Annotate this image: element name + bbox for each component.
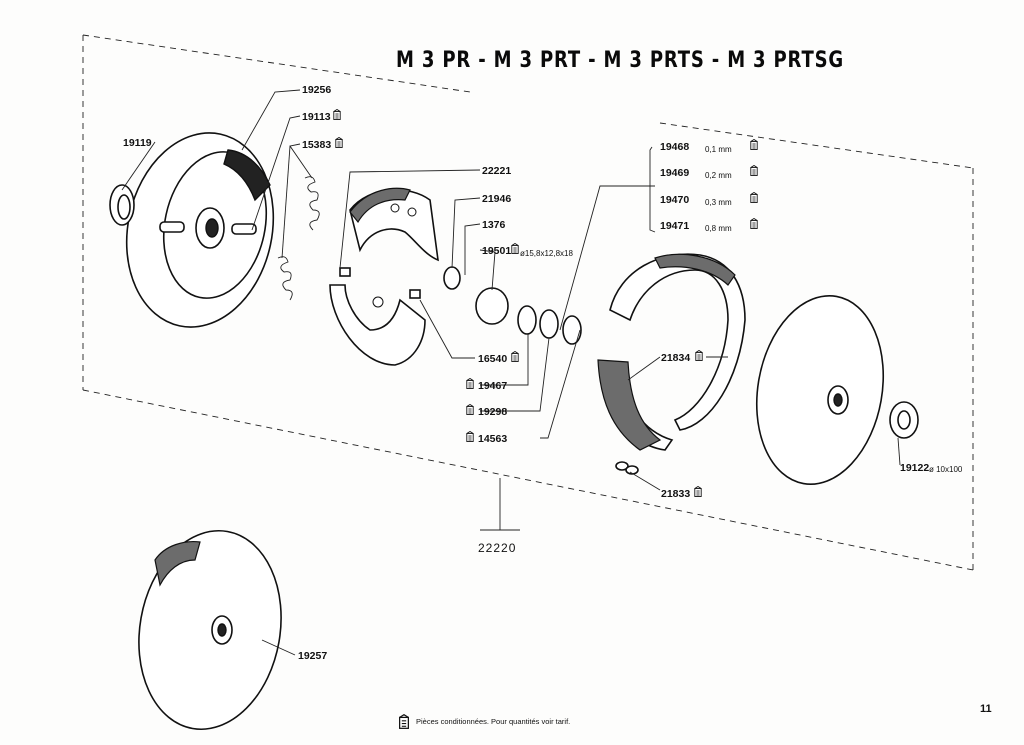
- package-icon: [695, 350, 703, 361]
- label-1376: 1376: [482, 219, 506, 231]
- shim-size-2: 0,3 mm: [705, 198, 732, 207]
- label-21834: 21834: [661, 352, 690, 364]
- package-icon: [398, 714, 410, 729]
- package-icon: [511, 351, 519, 362]
- spring-part: [277, 176, 320, 301]
- clutch-shoe-part: [329, 187, 439, 366]
- label-16540: 16540: [478, 353, 507, 365]
- label-15383: 15383: [302, 139, 331, 151]
- leader-lines: [121, 89, 901, 656]
- hub-parts: [443, 266, 582, 345]
- label-19467: 19467: [478, 380, 507, 392]
- shim-code-3: 19471: [660, 220, 689, 232]
- label-19119: 19119: [123, 137, 152, 149]
- label-19501-spec: ø15,8x12,8x18: [520, 249, 573, 258]
- page-number: 11: [980, 703, 992, 715]
- assembly-frame: [82, 34, 974, 571]
- shim-code-1: 19469: [660, 167, 689, 179]
- package-icon: [750, 218, 758, 229]
- footer-note: Pièces conditionnées. Pour quantités voi…: [416, 717, 570, 726]
- package-icon: [335, 137, 343, 148]
- package-icon: [750, 192, 758, 203]
- complete-drum-part: [138, 529, 282, 731]
- label-19256: 19256: [302, 84, 331, 96]
- package-icon: [511, 243, 519, 254]
- label-19298: 19298: [478, 406, 507, 418]
- label-21946: 21946: [482, 193, 511, 205]
- package-icon: [694, 486, 702, 497]
- label-14563: 14563: [478, 433, 507, 445]
- screw-part: [615, 461, 639, 475]
- label-19257: 19257: [298, 650, 327, 662]
- package-icon: [466, 378, 474, 389]
- label-22221: 22221: [482, 165, 511, 177]
- package-icon: [333, 109, 341, 120]
- label-19122: 19122: [900, 462, 929, 474]
- shim-code-0: 19468: [660, 141, 689, 153]
- brake-drum-part: [755, 295, 919, 485]
- brake-band-part: [597, 253, 746, 451]
- label-19501: 19501: [482, 245, 511, 257]
- shim-size-0: 0,1 mm: [705, 145, 732, 154]
- shim-code-2: 19470: [660, 194, 689, 206]
- package-icon: [750, 139, 758, 150]
- clutch-drum-part: [109, 132, 275, 328]
- page-title: M 3 PR - M 3 PRT - M 3 PRTS - M 3 PRTSG: [396, 46, 844, 72]
- label-19122-spec: ø 10x100: [929, 465, 963, 474]
- label-19113: 19113: [302, 111, 331, 123]
- package-icon: [466, 431, 474, 442]
- package-icon: [750, 165, 758, 176]
- shim-size-1: 0,2 mm: [705, 171, 732, 180]
- package-icon: [466, 404, 474, 415]
- shim-size-3: 0,8 mm: [705, 224, 732, 233]
- assembly-number: 22220: [478, 541, 516, 555]
- part-labels: 19119 19256 19113 15383 22221 21946 1376…: [123, 84, 963, 662]
- label-21833: 21833: [661, 488, 690, 500]
